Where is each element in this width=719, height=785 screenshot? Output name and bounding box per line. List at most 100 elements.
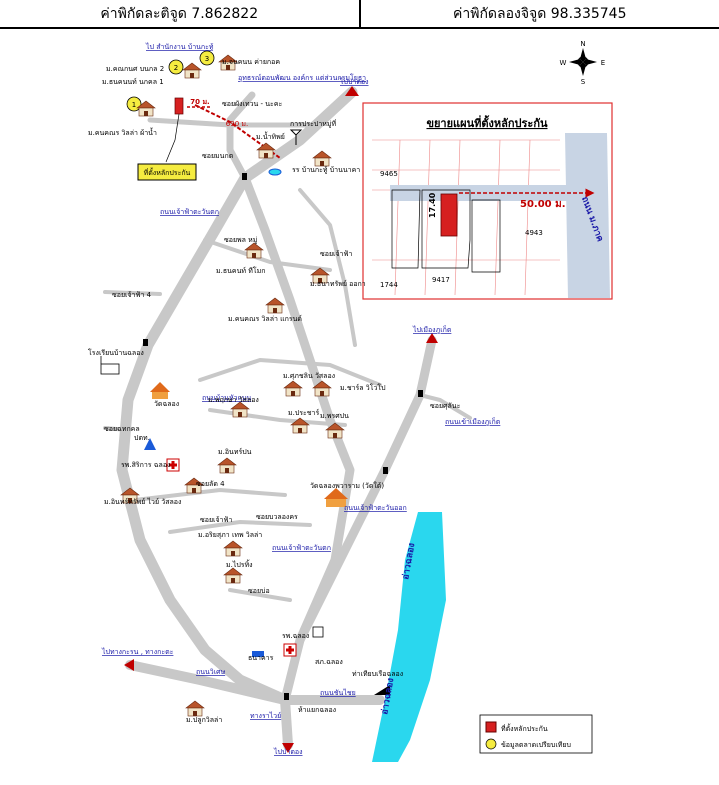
label: รพ.ฉลอง <box>282 632 309 640</box>
road-south <box>280 695 293 750</box>
label: ทางราไวย์ <box>250 711 281 720</box>
arrow-south-icon <box>282 743 294 753</box>
school-icon <box>100 356 120 375</box>
label: ซอยฉทกคล <box>104 425 140 433</box>
inset-title: ขยายแผนที่ตั้งหลักประกัน <box>426 115 548 130</box>
inset-distance: 50.00 ม. <box>520 199 566 210</box>
label: ม.คนคณร วิลล่า ผ้าน้ำ <box>88 126 157 137</box>
label: ม.พฤกษา วัสลอง <box>208 396 259 404</box>
property-callout-box <box>137 163 197 181</box>
label: ถนนเจ้าฟ้าตะวันออก <box>344 504 407 512</box>
comparable-marker-3-label: 3 <box>205 55 209 63</box>
road-north <box>226 91 256 182</box>
label: ท่าเทียบเรือฉลอง <box>352 670 403 678</box>
arrow-north-icon <box>426 333 438 343</box>
inset-width: 17.40 <box>428 192 437 218</box>
label: ซอยเจ้าฟ้า 4 <box>112 291 152 299</box>
label: ม.จนคนน ค่ายกอค <box>222 58 280 66</box>
house-icon <box>217 457 237 474</box>
label: ซอยเจ้าฟ้า <box>200 516 232 524</box>
legend-comparable-swatch <box>485 738 497 750</box>
label: ม.ธนคนท์ ทีโมก <box>216 266 265 275</box>
map-labels: ไป สำนักงาน บ้านกะทู้ ม.จนคนน ค่ายกอค ม.… <box>88 42 501 756</box>
chalong-bay-sea <box>372 512 446 762</box>
comparable-marker-3: 3 <box>199 50 215 66</box>
label: ซอยเจ้าฟ้า <box>320 250 352 258</box>
compass-w: W <box>560 59 567 67</box>
label: วัดฉลองพวาราม (วัดใต้) <box>310 481 384 490</box>
arrow-west-icon <box>124 659 134 671</box>
traffic-light-icon <box>383 467 388 474</box>
house-icon <box>223 567 243 584</box>
label: ปตท. <box>134 434 150 442</box>
inset-map: ขยายแผนที่ตั้งหลักประกัน 50.00 ม. 17.40 … <box>362 102 613 300</box>
house-icon <box>182 62 202 79</box>
label: ม.ธนาทรัพย์ ออกา <box>310 280 366 288</box>
label: รพ.สิริการ ฉลอง <box>121 461 170 469</box>
label: ม.อินทร์ปน <box>218 448 252 456</box>
water-tower-icon <box>289 129 303 145</box>
label: ซอยลัด 4 <box>196 480 225 488</box>
comparable-marker-1-label: 1 <box>132 101 136 109</box>
ptt-icon <box>144 438 156 450</box>
road-soi7 <box>228 588 292 602</box>
label: วัดฉลอง <box>154 400 179 408</box>
legend: ที่ตั้งหลักประกัน ข้อมูลตลาดเปรียบเทียบ <box>479 714 593 754</box>
distance-690m: 690 ม. <box>226 120 248 128</box>
label: ถนนเข้าเมืองภูเก็ต <box>445 417 501 426</box>
arrow-north-icon <box>345 86 359 96</box>
inset-parcel-4: 4943 <box>525 229 543 237</box>
label: ม.ศุภชลิน วัสลอง <box>283 372 335 380</box>
inset-parcel-2: 1744 <box>380 281 398 289</box>
traffic-light-icon <box>418 390 423 397</box>
property-callout-line <box>165 113 180 163</box>
road-soi10 <box>103 426 130 432</box>
pier-icon <box>374 685 390 695</box>
road-soi8 <box>418 393 472 420</box>
label: ถนนเจ้าฟ้าตะวันตก <box>160 208 219 216</box>
traffic-light-icon <box>284 693 289 700</box>
hospital-icon <box>166 458 180 472</box>
label: ไปเมืองภูเก็ต <box>412 325 452 334</box>
label: สภ.ฉลอง <box>315 658 343 666</box>
road-soi6 <box>168 520 312 534</box>
road-west-bottom <box>125 660 385 705</box>
bank-icon <box>252 651 264 657</box>
label: ธนาคาร <box>248 654 274 662</box>
label: ม.ประชาร์ <box>288 409 319 417</box>
temple-icon <box>150 382 170 399</box>
compass-s: S <box>581 78 586 86</box>
property-marker <box>174 97 184 115</box>
coordinate-bar: ค่าพิกัดละติจูด 7.862822 ค่าพิกัดลองจิจู… <box>0 0 719 29</box>
traffic-light-icons <box>143 173 423 700</box>
house-icon <box>312 150 332 167</box>
traffic-light-icon <box>143 339 148 346</box>
legend-property-swatch <box>485 721 497 733</box>
house-icon <box>283 380 303 397</box>
label: การประปาหมู่ที่ <box>290 119 336 128</box>
bus-stop-icon <box>268 168 282 176</box>
label: ซอยศุลันะ <box>430 402 461 410</box>
label: ม.อินทร์ทรัพย์ ไวย์ วัสลอง <box>104 497 181 506</box>
label: ม.ปลูกวิลล่า <box>186 716 222 724</box>
label: รร บ้านกะทู้ บ้านนาคา <box>292 166 360 174</box>
road-soi5 <box>133 488 287 502</box>
label: ม.อริยสุภา เทพ วิลล่า <box>198 531 262 539</box>
label: ไปป่าตอง <box>273 747 303 756</box>
label: ม.ไปรทิ้ง <box>226 558 253 569</box>
traffic-light-icon <box>242 173 247 180</box>
inset-road <box>565 133 610 298</box>
police-icon <box>312 626 324 638</box>
road-soi2 <box>298 188 357 347</box>
inset-property-parcel <box>440 193 458 237</box>
legend-property-label: ที่ตั้งหลักประกัน <box>501 722 548 733</box>
direction-arrows <box>124 86 438 753</box>
compass-e: E <box>601 59 605 67</box>
house-icon <box>223 540 243 557</box>
house-icon <box>256 142 276 159</box>
house-icon <box>265 297 285 314</box>
label: ซอยมนกต <box>202 152 234 160</box>
label: ซอยพล หมู่ <box>224 236 257 244</box>
label: ม.คณกนศ บนกล 2 <box>106 65 164 73</box>
inset-parcel-3: 9417 <box>432 276 450 284</box>
